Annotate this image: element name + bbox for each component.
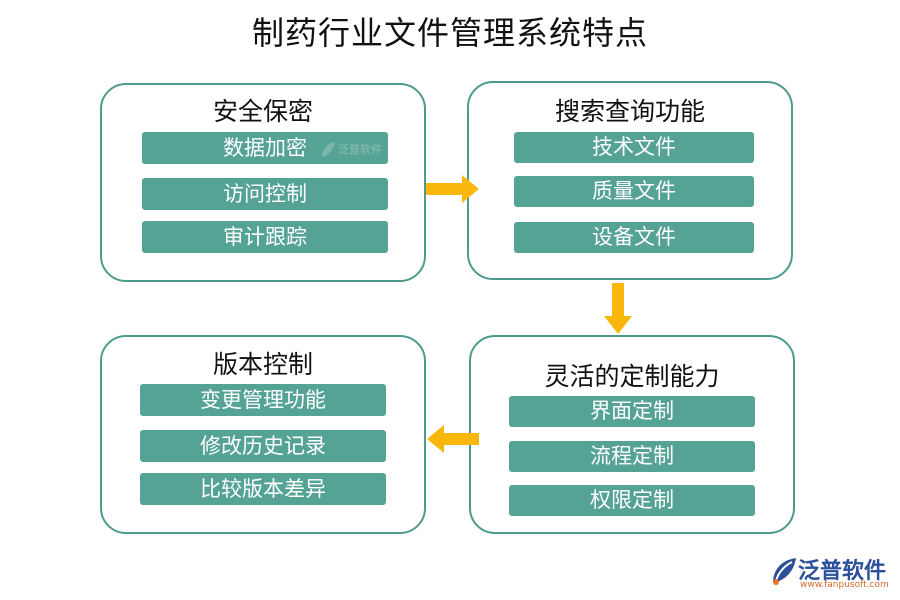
item-change-management: 变更管理功能 <box>140 384 386 416</box>
card-customization: 灵活的定制能力 界面定制 流程定制 权限定制 <box>469 335 795 534</box>
leaf-logo-icon <box>773 558 796 585</box>
item-revision-history: 修改历史记录 <box>140 430 386 462</box>
item-technical-docs: 技术文件 <box>514 132 754 163</box>
item-audit-trail: 审计跟踪 <box>142 221 388 253</box>
item-quality-docs: 质量文件 <box>514 176 754 207</box>
arrow-left-icon <box>427 425 479 453</box>
card-search: 搜索查询功能 技术文件 质量文件 设备文件 <box>467 81 793 280</box>
leaf-logo-icon <box>322 142 335 157</box>
item-version-compare: 比较版本差异 <box>140 473 386 505</box>
card-title-version-control: 版本控制 <box>212 350 313 379</box>
logo-url: www.fanpusoft.com <box>800 580 889 590</box>
item-data-encryption: 数据加密 <box>142 132 388 164</box>
brand-logo: 泛普软件 www.fanpusoft.com <box>770 554 895 594</box>
logo-name: 泛普软件 <box>798 559 887 584</box>
item-permission-custom: 权限定制 <box>509 485 755 516</box>
card-title-search: 搜索查询功能 <box>554 97 705 126</box>
diagram-title: 制药行业文件管理系统特点 <box>251 14 648 52</box>
card-security: 安全保密 数据加密 访问控制 审计跟踪 <box>100 83 426 282</box>
card-title-customization: 灵活的定制能力 <box>544 362 720 391</box>
watermark: 泛普软件 <box>320 141 390 163</box>
card-title-security: 安全保密 <box>212 97 313 126</box>
card-version-control: 版本控制 变更管理功能 修改历史记录 比较版本差异 <box>100 335 426 534</box>
arrow-right-icon <box>426 175 479 203</box>
watermark-text: 泛普软件 <box>338 143 382 156</box>
item-equipment-docs: 设备文件 <box>514 222 754 253</box>
item-interface-custom: 界面定制 <box>509 396 755 427</box>
item-workflow-custom: 流程定制 <box>509 441 755 472</box>
item-access-control: 访问控制 <box>142 178 388 210</box>
arrow-down-icon <box>604 283 632 334</box>
